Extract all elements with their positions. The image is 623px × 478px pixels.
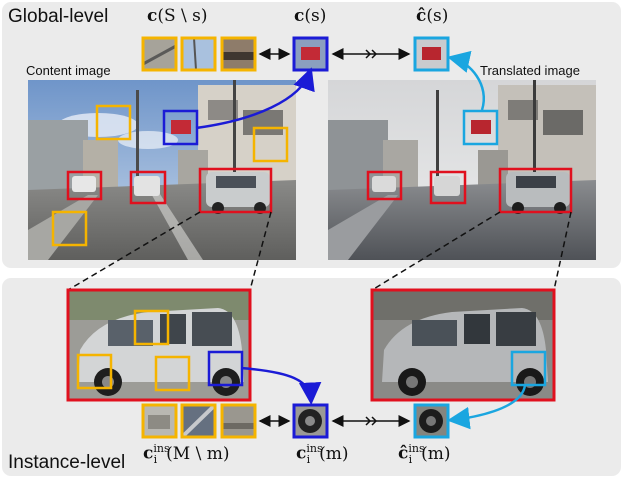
instance-positive-patch-border: [292, 403, 329, 439]
translated-car-box-1: [366, 170, 403, 201]
positive-patch-border: [292, 36, 329, 72]
instance-negative-patch-1: [143, 405, 176, 437]
instance-negative-patch-3-border: [220, 403, 257, 439]
c-hat-s-label: ĉ(s): [416, 6, 449, 26]
translated-car-box-2: [429, 170, 467, 205]
negative-patch-1-border: [141, 36, 178, 72]
instance-arrow-to-positive: [240, 366, 322, 405]
content-negative-box-1: [95, 104, 132, 141]
crop-negative-box-1: [133, 309, 170, 346]
c-s-label: c(s): [294, 6, 327, 26]
translated-instance-crop: [372, 290, 554, 400]
crop-positive-box: [207, 350, 244, 387]
content-negative-box-2: [252, 126, 289, 163]
c-ins-m-label: cinsi(m): [296, 442, 349, 467]
dashed-right-1: [371, 211, 501, 291]
dashed-left-1: [67, 211, 201, 291]
c-ins-complement-label: cinsi(M \ m): [143, 442, 230, 467]
instance-negative-patch-1-border: [141, 403, 178, 439]
content-crop-border: [66, 288, 252, 402]
instance-translated-patch: [415, 405, 448, 437]
negative-patch-3: [222, 38, 255, 70]
crop-translated-box: [510, 350, 547, 387]
negative-patch-2-border: [180, 36, 217, 72]
negative-patch-3-border: [220, 36, 257, 72]
translated-car-box-main: [498, 167, 573, 214]
content-image-caption: Content image: [26, 63, 111, 78]
dashed-left-2: [249, 211, 272, 291]
content-negative-box-3: [51, 210, 88, 247]
instance-translated-patch-border: [413, 403, 450, 439]
global-level-title: Global-level: [8, 6, 109, 27]
double-tick-top: [365, 49, 378, 59]
instance-positive-patch: [294, 405, 327, 437]
c-hat-ins-m-label: ĉinsi(m): [398, 442, 451, 467]
arrow-content-to-positive: [195, 67, 315, 130]
negative-patch-1: [143, 38, 176, 70]
content-positive-box: [162, 109, 199, 146]
translated-positive-box: [462, 109, 499, 146]
instance-level-title: Instance-level: [8, 452, 126, 473]
translated-crop-border: [370, 288, 556, 402]
content-car-box-2: [129, 170, 167, 205]
content-car-box-1: [66, 170, 103, 201]
positive-patch: [294, 38, 327, 70]
negative-patch-2: [182, 38, 215, 70]
crop-negative-box-2: [76, 353, 113, 390]
crop-negative-box-3: [154, 355, 191, 392]
instance-arrow-to-translated: [447, 384, 527, 430]
translated-patch: [415, 38, 448, 70]
double-tick-bottom: [365, 416, 378, 426]
content-car-box-main: [198, 167, 273, 214]
instance-negative-patch-3: [222, 405, 255, 437]
dashed-right-2: [553, 211, 572, 291]
instance-negative-patch-2-border: [180, 403, 217, 439]
translated-patch-border: [413, 36, 450, 72]
c-complement-label: c(S \ s): [147, 6, 208, 26]
arrow-translated-to-patch: [447, 50, 485, 111]
instance-negative-patch-2: [182, 405, 215, 437]
translated-image-caption: Translated image: [480, 63, 580, 78]
